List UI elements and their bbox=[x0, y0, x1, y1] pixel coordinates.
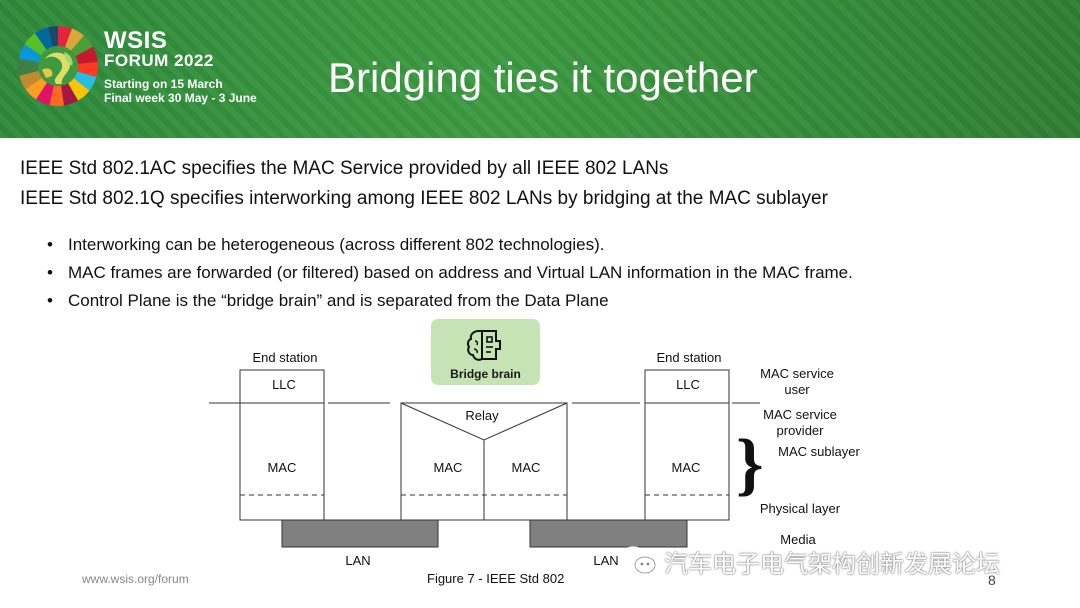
watermark-text: 汽车电子电气架构创新发展论坛 bbox=[664, 550, 1000, 578]
lan-label-left: LAN bbox=[345, 553, 370, 568]
mac-label-left: MAC bbox=[268, 460, 297, 475]
page-number: 8 bbox=[988, 572, 996, 588]
slide-title: Bridging ties it together bbox=[328, 54, 758, 101]
bridge-brain-box: Bridge brain bbox=[431, 319, 540, 385]
header-banner: WSIS FORUM 2022 Starting on 15 March Fin… bbox=[0, 0, 1080, 138]
legend-service-user-2: user bbox=[784, 382, 810, 397]
forum-name-line2: FORUM 2022 bbox=[104, 51, 214, 70]
wechat-icon bbox=[618, 546, 656, 576]
end-station-label-left: End station bbox=[252, 350, 317, 365]
bullet-text: Control Plane is the “bridge brain” and … bbox=[68, 291, 609, 310]
figure-caption: Figure 7 - IEEE Std 802 bbox=[427, 571, 565, 586]
bullet-item: • Interworking can be heterogeneous (acro… bbox=[47, 235, 604, 255]
bullet-text: MAC frames are forwarded (or filtered) b… bbox=[68, 263, 853, 282]
forum-name-line1: WSIS bbox=[104, 27, 168, 54]
watermark: 汽车电子电气架构创新发展论坛 bbox=[618, 543, 1000, 579]
end-station-label-right: End station bbox=[656, 350, 721, 365]
relay-label: Relay bbox=[465, 408, 499, 423]
legend-physical-layer: Physical layer bbox=[760, 501, 841, 516]
bullet-text: Interworking can be heterogeneous (acros… bbox=[68, 235, 605, 254]
legend-mac-sublayer: MAC sublayer bbox=[778, 444, 860, 459]
brain-icon bbox=[466, 330, 501, 361]
bullet-symbol: • bbox=[47, 291, 53, 310]
lan-bar-left bbox=[281, 519, 439, 548]
mac-label-bridge-left: MAC bbox=[434, 460, 463, 475]
legend-media: Media bbox=[780, 532, 816, 547]
llc-label-left: LLC bbox=[272, 377, 296, 392]
legend-brace: } bbox=[736, 426, 764, 503]
forum-dates: Starting on 15 March Final week 30 May -… bbox=[104, 77, 257, 105]
mac-label-right: MAC bbox=[672, 460, 701, 475]
bullet-symbol: • bbox=[47, 235, 53, 254]
banner-texture bbox=[0, 0, 1080, 138]
mac-label-bridge-right: MAC bbox=[512, 460, 541, 475]
llc-label-right: LLC bbox=[676, 377, 700, 392]
right-end-station-box bbox=[644, 369, 730, 521]
paragraph-1: IEEE Std 802.1AC specifies the MAC Servi… bbox=[20, 158, 669, 179]
bullet-item: • MAC frames are forwarded (or filtered) … bbox=[47, 263, 853, 283]
forum-name: WSIS FORUM 2022 bbox=[104, 27, 214, 70]
bullet-symbol: • bbox=[47, 263, 53, 282]
left-end-station-box bbox=[239, 369, 325, 521]
bullet-item: • Control Plane is the “bridge brain” and… bbox=[47, 291, 609, 311]
forum-date-line2: Final week 30 May - 3 June bbox=[104, 91, 257, 105]
forum-date-line1: Starting on 15 March bbox=[104, 77, 223, 91]
paragraph-2: IEEE Std 802.1Q specifies interworking a… bbox=[20, 188, 828, 209]
legend-service-provider-1: MAC service bbox=[763, 407, 837, 422]
footer-url[interactable]: www.wsis.org/forum bbox=[82, 572, 189, 586]
lan-label-right: LAN bbox=[593, 553, 618, 568]
bridge-brain-label: Bridge brain bbox=[450, 367, 521, 381]
lan-bar-right bbox=[529, 519, 688, 548]
legend-service-provider-2: provider bbox=[777, 423, 825, 438]
legend-service-user-1: MAC service bbox=[760, 366, 834, 381]
sdg-wheel-logo-icon bbox=[18, 25, 98, 106]
